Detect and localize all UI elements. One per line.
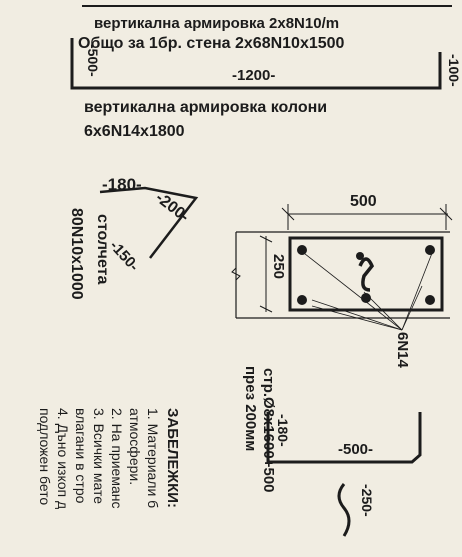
note-3: 3. Всички мате (91, 408, 107, 504)
note-1: 1. Материали б (145, 408, 161, 509)
note-4b: подложен бето (37, 408, 53, 506)
bent-dim-180: -180- (102, 175, 142, 194)
bent-label: столчета (94, 214, 111, 285)
note-3b: влагани в стро (73, 408, 89, 504)
stirrup-shape (266, 412, 422, 464)
wall-total-label: Общо за 1бр. стена 2x68N10x1500 (78, 35, 345, 52)
stirrup-dim-180: -180- (275, 414, 291, 447)
note-4: 4. Дъно изкоп д (55, 408, 71, 510)
dim-bottom: -1200- (232, 67, 276, 84)
stirrup-spacing: през 200мм (242, 366, 259, 452)
note-2: 2. На приеманс (109, 408, 125, 509)
stirrup-spec: стр.Ø8x1600+500 (260, 368, 277, 493)
dim-right: -100- (446, 54, 462, 87)
column-rebar-label: вертикална армировка колони (84, 99, 328, 116)
column-section (231, 204, 453, 331)
note-1b: атмосфери. (127, 408, 143, 486)
dim-left: -500- (85, 44, 101, 77)
hook-dim-250: -250- (359, 484, 375, 517)
column-rebar-spec: 6x6N14x1800 (84, 123, 185, 140)
column-bars (297, 245, 435, 305)
wall-rebar-shape (70, 38, 442, 90)
stirrup-dim-500: -500- (338, 441, 374, 458)
bent-spec: 80N10x1000 (68, 208, 85, 300)
column-bars-label: 6N14 (394, 332, 411, 368)
column-width-dim: 500 (350, 193, 377, 210)
wall-rebar-label: вертикална армировка 2x8N10/m (94, 15, 340, 32)
bent-bar-shape (99, 186, 199, 259)
hook-shape (337, 483, 351, 537)
notes-title: ЗАБЕЛЕЖКИ: (164, 408, 181, 509)
column-depth-dim: 250 (270, 254, 287, 280)
